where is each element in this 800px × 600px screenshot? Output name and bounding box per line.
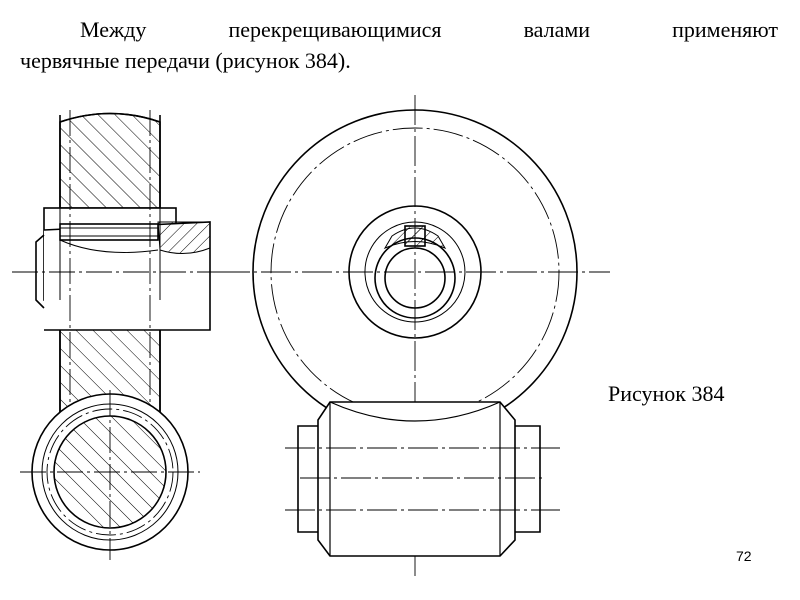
word-2: перекрещивающимися (228, 17, 442, 42)
paragraph-line-2: червячные передачи (рисунок 384). (20, 48, 351, 73)
body-paragraph: Между перекрещивающимися валами применяю… (20, 14, 778, 76)
page-number: 72 (736, 548, 752, 564)
word-3: валами (523, 17, 591, 42)
left-section-view (12, 110, 240, 560)
figure-caption: Рисунок 384 (608, 381, 725, 406)
word-4: применяют (672, 17, 778, 42)
paragraph-line-1: Между перекрещивающимися валами применяю… (20, 14, 778, 45)
word-1: Между (80, 17, 147, 42)
right-front-view (220, 95, 610, 580)
